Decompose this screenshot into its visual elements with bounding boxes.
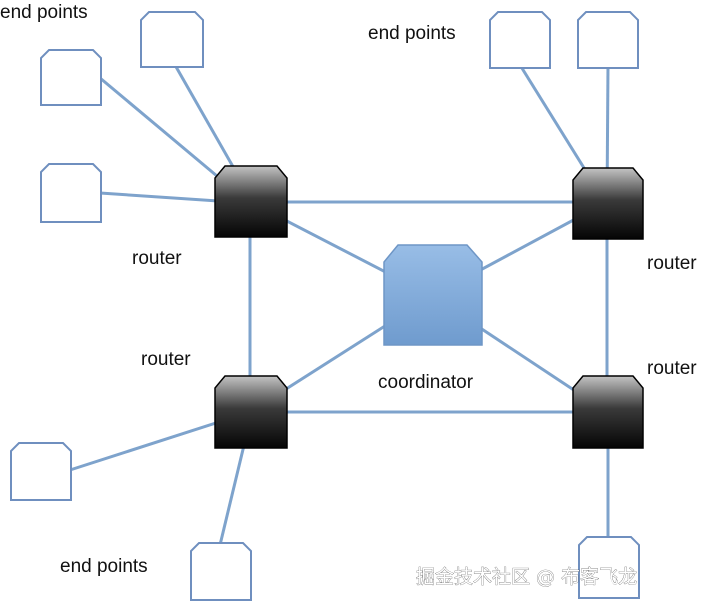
end-point-node xyxy=(40,49,102,106)
router-node-bottom-left xyxy=(214,375,288,449)
router-label-bottom-right: router xyxy=(647,358,697,379)
end-points-label-top-left: end points xyxy=(0,2,88,23)
end-points-label-top-right: end points xyxy=(368,23,456,44)
coordinator-node xyxy=(383,244,483,346)
watermark-text: 掘金技术社区 @ 布客飞龙 xyxy=(416,566,637,588)
router-label-bottom-left: router xyxy=(141,349,191,370)
end-point-node xyxy=(140,11,204,68)
routers xyxy=(214,165,644,449)
end-point-node xyxy=(489,11,551,69)
end-point-node xyxy=(578,536,640,599)
router-label-top-left: router xyxy=(132,248,182,269)
router-label-top-right: router xyxy=(647,253,697,274)
end-point-node xyxy=(190,542,252,601)
end-point-node xyxy=(40,163,102,223)
end-point-node xyxy=(10,442,72,501)
router-node-top-right xyxy=(572,167,644,240)
end-points xyxy=(10,11,640,601)
coordinator-label: coordinator xyxy=(378,372,474,393)
end-point-node xyxy=(577,11,639,69)
router-node-top-left xyxy=(214,165,288,238)
links xyxy=(69,64,610,546)
router-node-bottom-right xyxy=(572,375,644,449)
end-points-label-bottom-left: end points xyxy=(60,556,148,577)
